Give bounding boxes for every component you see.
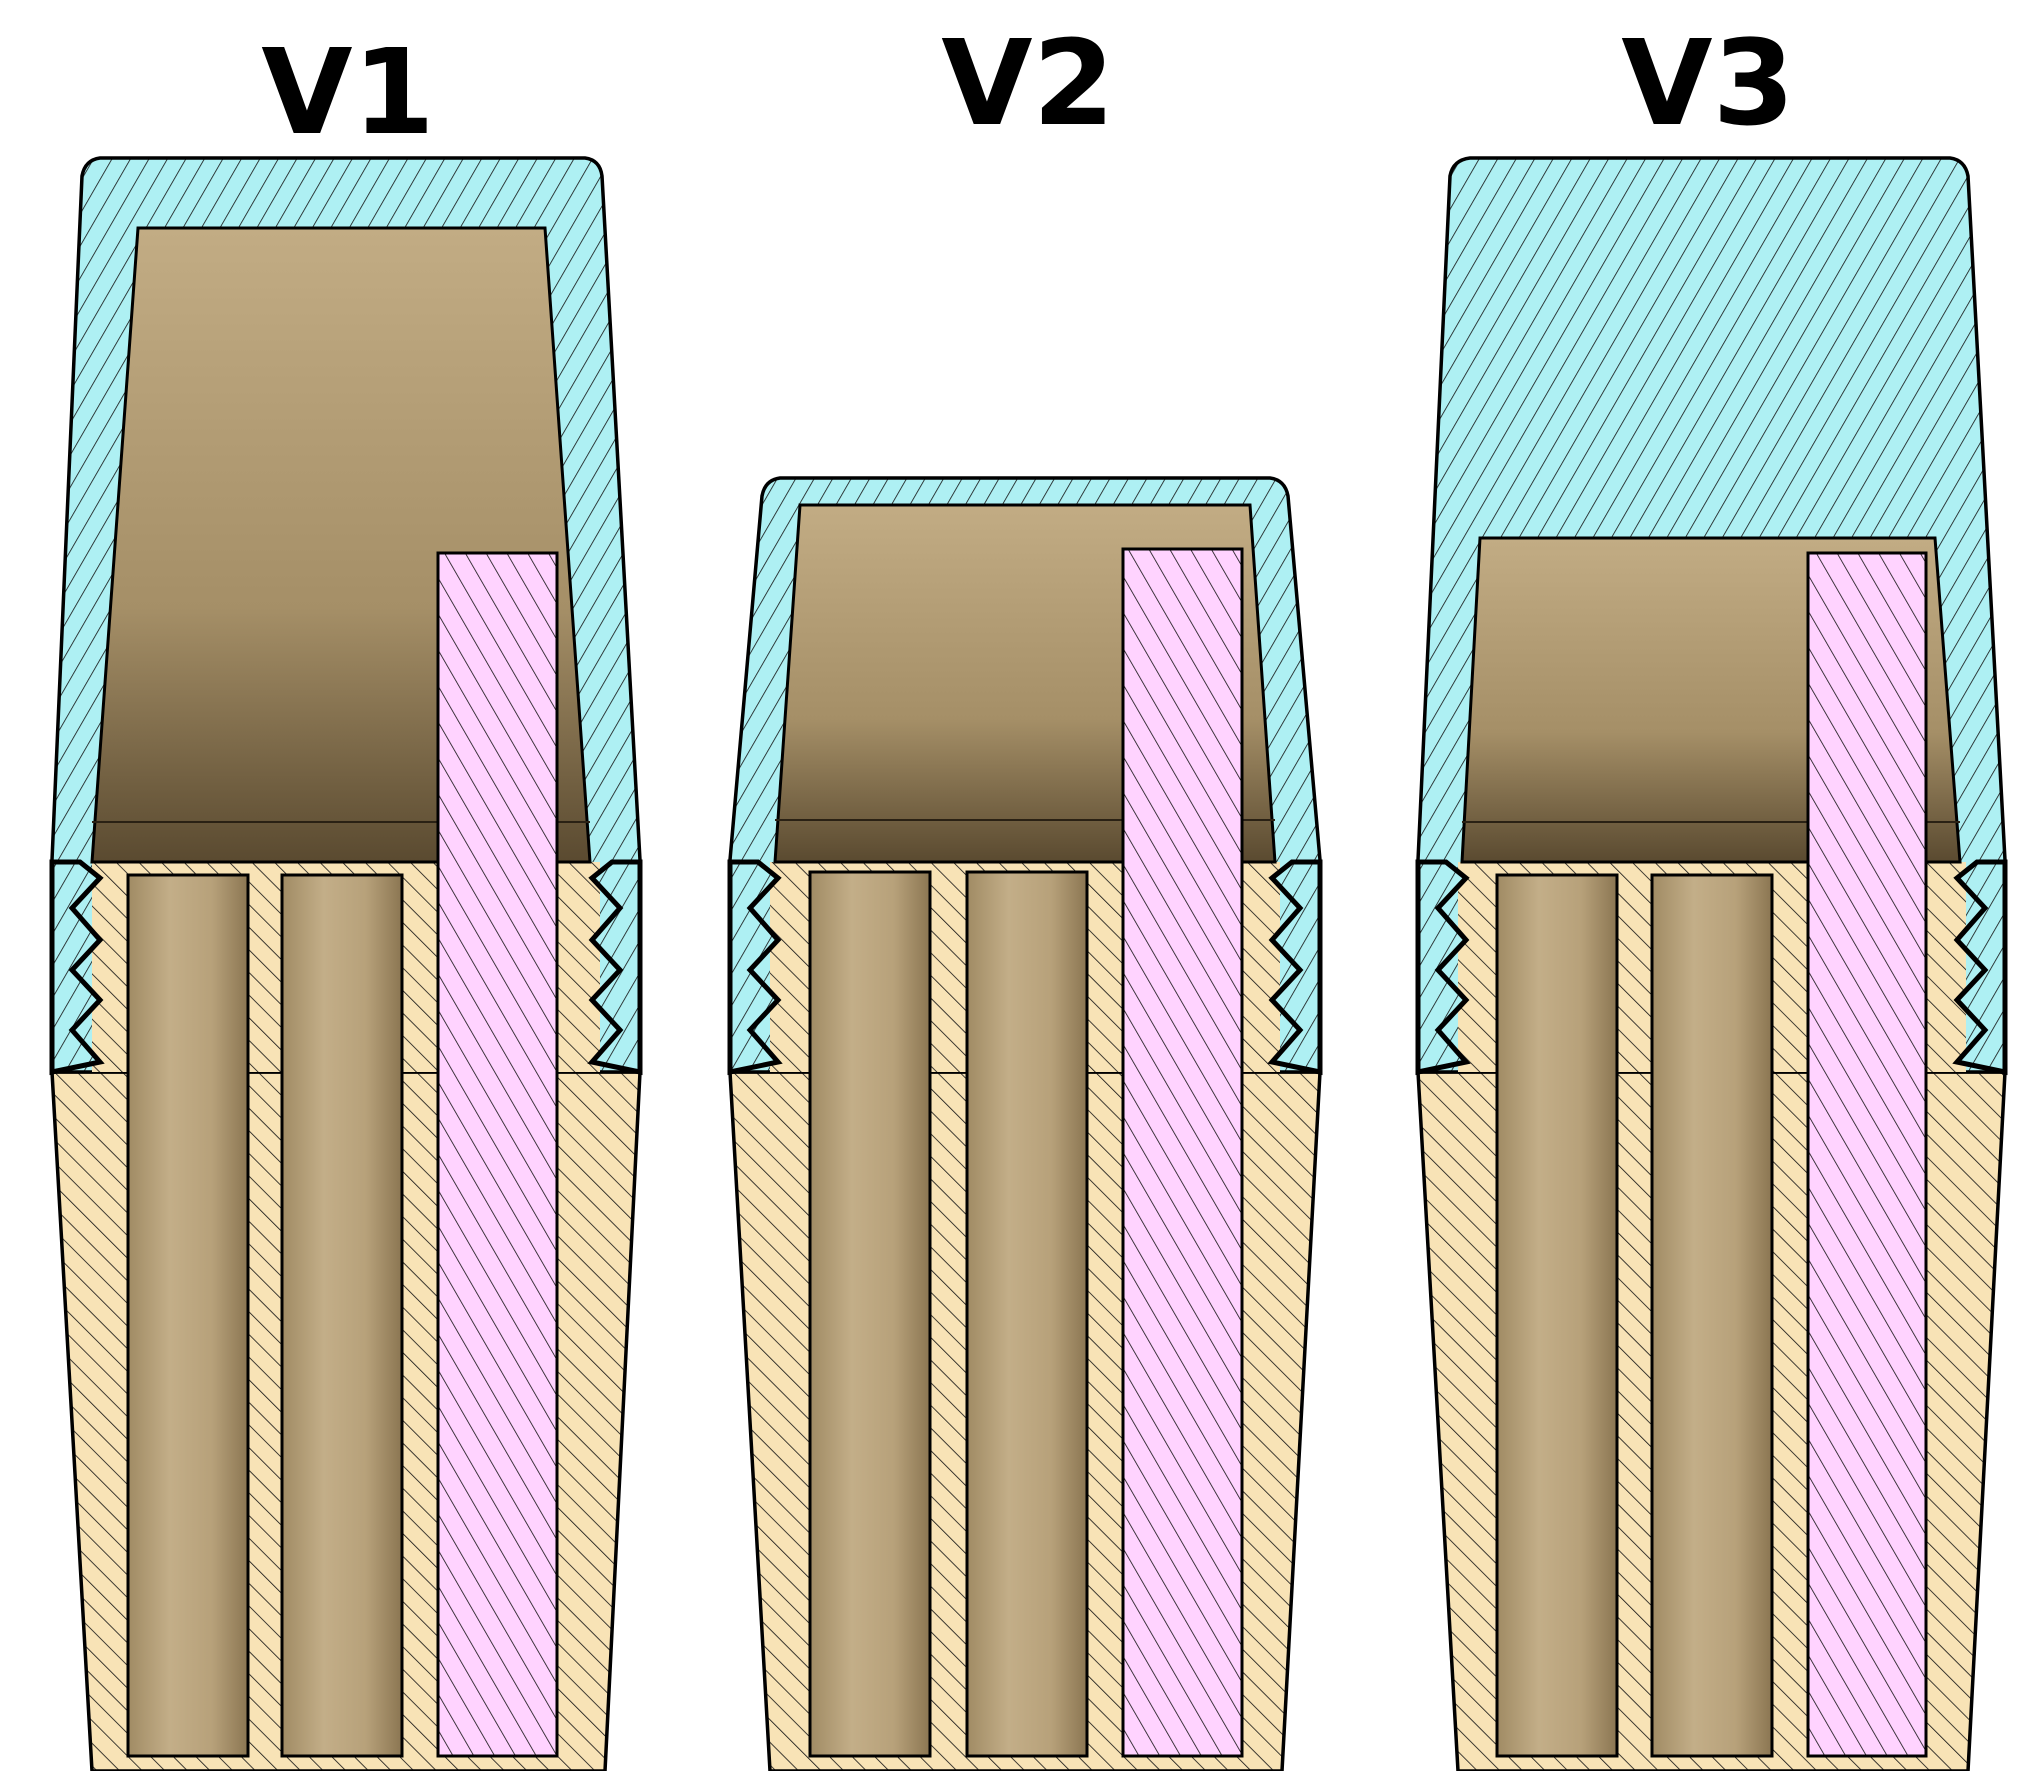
- version-v3: V3: [1415, 14, 2008, 1771]
- slot-1-v2: [808, 870, 932, 1758]
- slot-2-v1: [280, 873, 404, 1758]
- insert-v1: [436, 551, 559, 1758]
- slot-1-v3: [1495, 873, 1619, 1758]
- thread-left-v1: [49, 859, 105, 1076]
- version-title-v3: V3: [1621, 14, 1794, 152]
- thread-right-v1: [587, 859, 643, 1076]
- insert-v3: [1806, 551, 1928, 1758]
- version-title-v2: V2: [941, 14, 1114, 152]
- thread-left-v2: [727, 859, 783, 1076]
- slot-2-v3: [1650, 873, 1774, 1758]
- version-title-v1: V1: [261, 23, 434, 161]
- thread-left-v3: [1415, 859, 1471, 1076]
- thread-right-v2: [1267, 859, 1323, 1076]
- thread-right-v3: [1952, 859, 2008, 1076]
- slot-2-v2: [965, 870, 1089, 1758]
- slot-1-v1: [126, 873, 250, 1758]
- version-v1: V1: [49, 23, 643, 1771]
- version-v2: V2: [727, 14, 1323, 1771]
- insert-v2: [1121, 547, 1244, 1758]
